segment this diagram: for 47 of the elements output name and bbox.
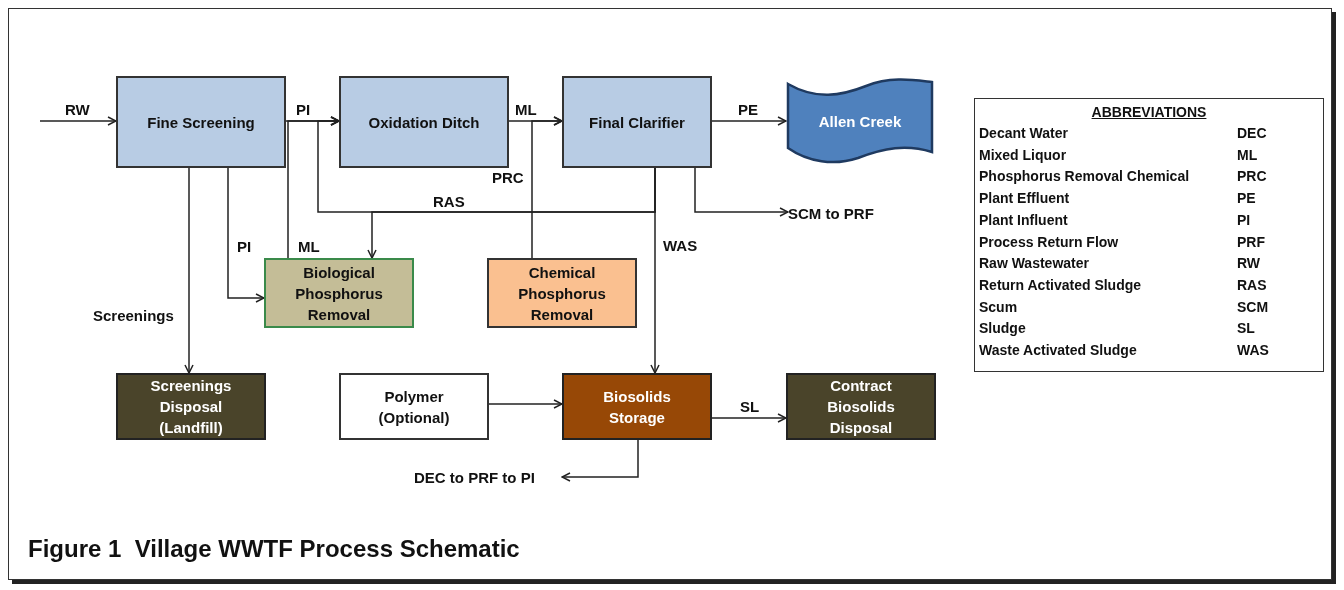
table-cell: PRC xyxy=(1237,168,1267,186)
table-cell: WAS xyxy=(1237,342,1269,359)
table-cell: RAS xyxy=(1237,276,1267,294)
table-cell: RW xyxy=(1237,255,1261,273)
flow-label: SCM to PRF xyxy=(788,202,898,224)
flow-arrow xyxy=(711,116,787,126)
water-body-shape: Allen Creek xyxy=(786,78,934,164)
process-box: Oxidation Ditch xyxy=(339,76,509,168)
flow-arrow xyxy=(561,439,639,482)
table-cell: ML xyxy=(1237,146,1258,164)
table-cell: PI xyxy=(1237,211,1251,229)
table-heading: ABBREVIATIONS xyxy=(1090,104,1208,121)
table-cell: Phosphorus Removal Chemical xyxy=(979,168,1190,186)
table-cell: Mixed Liquor xyxy=(979,146,1067,164)
flow-arrow xyxy=(711,413,787,423)
flow-arrow xyxy=(531,116,563,259)
process-box: Fine Screening xyxy=(116,76,286,168)
flow-arrow xyxy=(39,116,117,126)
process-box: Polymer (Optional) xyxy=(339,373,489,440)
flow-arrow xyxy=(650,167,660,374)
table-cell: SCM xyxy=(1237,298,1269,316)
table-cell: Raw Wastewater xyxy=(979,255,1089,273)
flow-arrow xyxy=(488,399,563,409)
process-box: Final Clarifier xyxy=(562,76,712,168)
table-cell: SL xyxy=(1237,320,1255,338)
flow-label: DEC to PRF to PI xyxy=(414,466,562,488)
table-cell: Return Activated Sludge xyxy=(979,276,1142,294)
table-cell: Plant Effluent xyxy=(979,190,1070,208)
table-cell: Waste Activated Sludge xyxy=(979,342,1137,359)
table-cell: Scum xyxy=(979,298,1018,316)
table-cell: DEC xyxy=(1237,125,1267,142)
figure-caption: Figure 1 Village WWTF Process Schematic xyxy=(28,535,520,563)
process-box: Contract Biosolids Disposal xyxy=(786,373,936,440)
edge-label: Screenings xyxy=(92,307,175,325)
table-cell: PE xyxy=(1237,190,1256,208)
table-cell: Plant Influent xyxy=(979,211,1068,229)
table-cell: PRF xyxy=(1237,233,1265,251)
table-cell: Process Return Flow xyxy=(979,233,1119,251)
table-cell: Decant Water xyxy=(979,125,1068,142)
process-box: Chemical Phosphorus Removal xyxy=(487,258,637,328)
flow-arrow xyxy=(694,167,789,217)
flow-arrow xyxy=(184,167,194,374)
process-box: Biosolids Storage xyxy=(562,373,712,440)
process-box: Screenings Disposal (Landfill) xyxy=(116,373,266,440)
process-box: Biological Phosphorus Removal xyxy=(264,258,414,328)
flow-arrow xyxy=(227,167,265,303)
table-cell: Sludge xyxy=(979,320,1026,338)
